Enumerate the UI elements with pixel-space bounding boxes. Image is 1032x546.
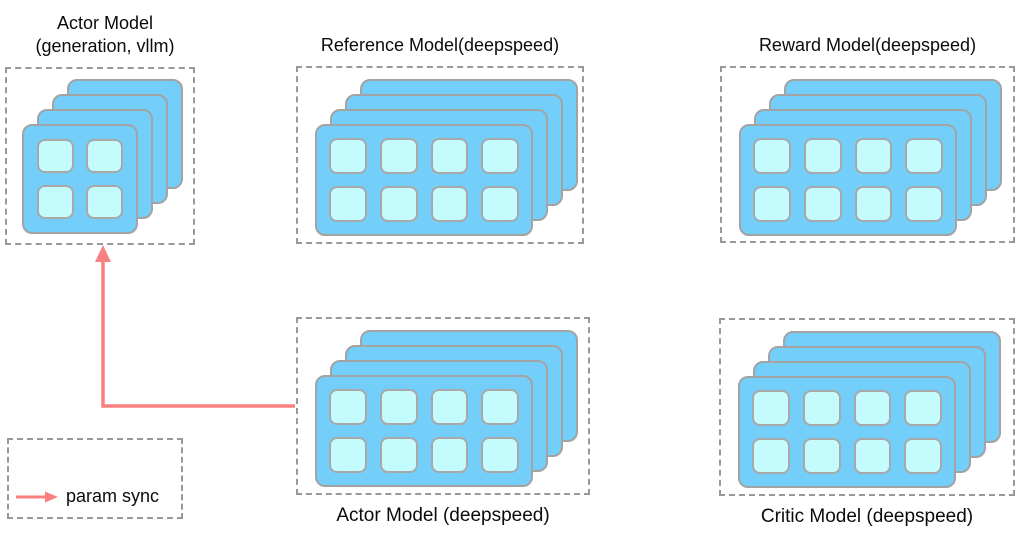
gpu-cell [803, 138, 842, 174]
gpu-cell [86, 139, 123, 173]
reward-gpu-stack [722, 68, 1013, 241]
gpu-cell [752, 438, 790, 474]
critic-gpu-stack [721, 320, 1013, 494]
legend-box: param sync [7, 438, 183, 519]
gpu-cell [37, 185, 74, 219]
gpu-cell [329, 437, 367, 473]
gpu-cell [329, 389, 367, 425]
gpu-cell [379, 437, 418, 473]
gpu-cell [481, 437, 519, 473]
gpu-cell [430, 186, 469, 222]
gpu-cell [329, 138, 367, 174]
reference-title: Reference Model(deepspeed) [320, 35, 560, 55]
gpu-card-front [738, 376, 956, 488]
gpu-cell [905, 186, 943, 222]
actor-vllm-title-line2: (generation, vllm) [35, 36, 175, 56]
gpu-cell [802, 438, 841, 474]
actor-deepspeed-panel [296, 317, 590, 495]
gpu-cell [430, 437, 469, 473]
gpu-cell [854, 186, 893, 222]
gpu-cell [379, 138, 418, 174]
gpu-cell [853, 438, 892, 474]
gpu-cell [329, 186, 367, 222]
gpu-cell [752, 390, 790, 426]
legend-label: param sync [66, 486, 160, 506]
critic-label: Critic Model (deepspeed) [760, 506, 974, 527]
reference-gpu-stack [298, 68, 582, 242]
gpu-card-front [315, 124, 533, 236]
gpu-cell [430, 138, 469, 174]
gpu-card-front [739, 124, 957, 236]
reference-panel [296, 66, 584, 244]
gpu-cell [481, 389, 519, 425]
gpu-cell [430, 389, 469, 425]
reward-title: Reward Model(deepspeed) [758, 35, 977, 55]
gpu-cell [481, 138, 519, 174]
gpu-cell [803, 186, 842, 222]
gpu-cell [904, 438, 942, 474]
gpu-card-front [22, 124, 138, 234]
gpu-cell [86, 185, 123, 219]
actor-deepspeed-gpu-stack [298, 319, 588, 493]
actor-vllm-panel [5, 67, 195, 245]
gpu-cell [854, 138, 893, 174]
actor-vllm-gpu-stack [7, 69, 193, 243]
gpu-cell [481, 186, 519, 222]
critic-panel [719, 318, 1015, 496]
actor-deepspeed-label: Actor Model (deepspeed) [336, 505, 550, 526]
gpu-cell [853, 390, 892, 426]
actor-vllm-title: Actor Model (generation, vllm) [0, 12, 210, 58]
gpu-cell [379, 186, 418, 222]
gpu-cell [905, 138, 943, 174]
legend-row: param sync [15, 486, 159, 507]
gpu-cell [753, 138, 791, 174]
param-sync-arrow-icon [16, 491, 58, 502]
gpu-cell [904, 390, 942, 426]
gpu-cell [802, 390, 841, 426]
actor-vllm-title-line1: Actor Model [56, 13, 154, 33]
gpu-cell [379, 389, 418, 425]
gpu-cell [753, 186, 791, 222]
gpu-card-front [315, 375, 533, 487]
reward-panel [720, 66, 1015, 243]
gpu-cell [37, 139, 74, 173]
